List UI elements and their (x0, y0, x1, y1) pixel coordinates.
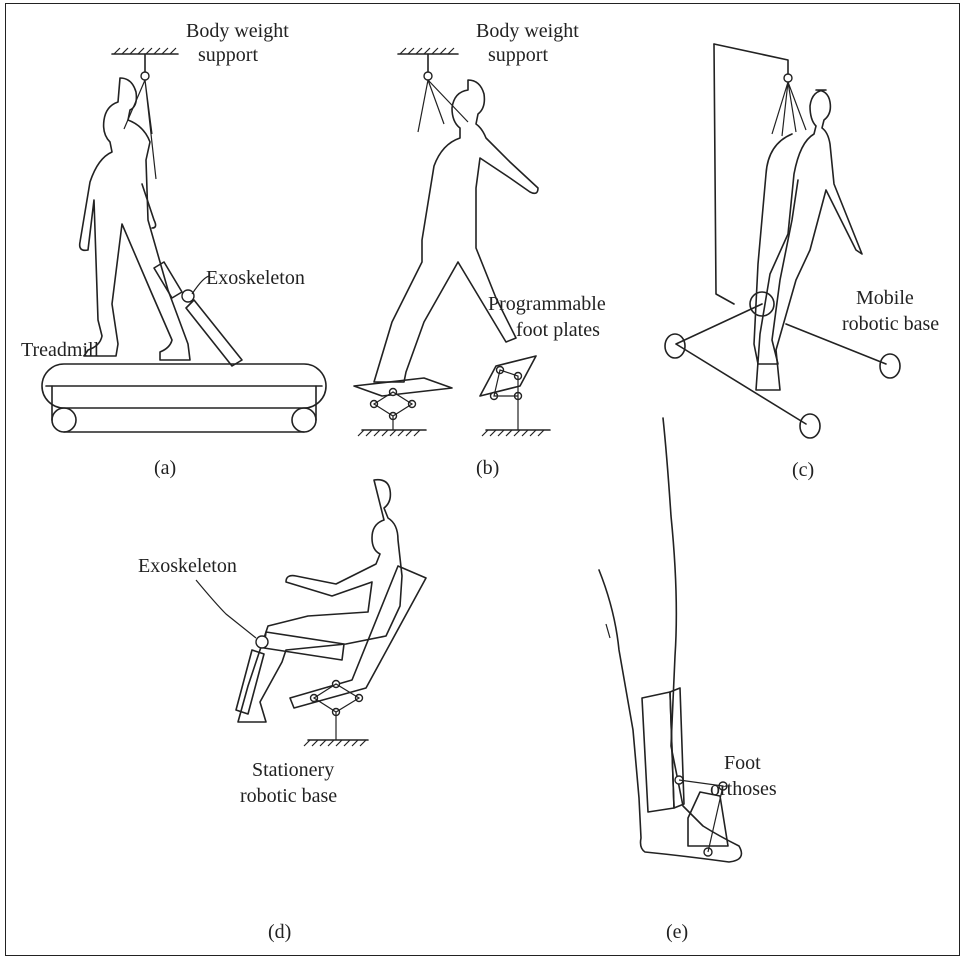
seated-person-d (238, 480, 402, 722)
caption-d: (d) (268, 921, 291, 943)
walking-person-c (754, 90, 862, 390)
caption-b: (b) (476, 457, 499, 479)
label-bws-a-1: Body weight (186, 20, 289, 42)
label-bws-b-1: Body weight (476, 20, 579, 42)
caption-e: (e) (666, 921, 688, 943)
figure-frame: Body weight support Exoskeleton Treadmil… (5, 3, 960, 956)
label-plates-2: foot plates (516, 319, 600, 341)
support-frame-c (714, 44, 806, 304)
label-exoskeleton-a: Exoskeleton (206, 267, 305, 289)
label-mobile-1: Mobile (856, 287, 914, 309)
label-bws-a-2: support (198, 44, 258, 66)
panel-b: Body weight support Programmable foot pl… (354, 20, 606, 479)
label-exoskeleton-d: Exoskeleton (138, 555, 237, 577)
walking-person-a (80, 78, 190, 360)
ceiling-mount-b (398, 48, 468, 132)
walking-person-b (374, 80, 538, 382)
caption-a: (a) (154, 457, 176, 479)
panel-c: Mobile robotic base (c) (665, 44, 939, 481)
caption-c: (c) (792, 459, 814, 481)
foot-plates (354, 356, 550, 436)
panel-e: Foot orthoses (e) (599, 418, 777, 943)
label-orthoses: orthoses (710, 778, 777, 800)
panel-d: Exoskeleton Stationery robotic base (d) (138, 480, 426, 943)
ceiling-mount-a (112, 48, 178, 179)
chair-d (290, 566, 426, 746)
label-stationery-2: robotic base (240, 785, 337, 807)
label-foot: Foot (724, 752, 761, 774)
label-bws-b-2: support (488, 44, 548, 66)
label-plates-1: Programmable (488, 293, 606, 315)
panel-a: Body weight support Exoskeleton Treadmil… (21, 20, 326, 479)
label-stationery-1: Stationery (252, 759, 334, 781)
diagram-canvas: Body weight support Exoskeleton Treadmil… (6, 4, 961, 957)
treadmill (42, 364, 326, 432)
label-treadmill: Treadmill (21, 339, 100, 361)
foot-orthosis (642, 688, 728, 856)
label-mobile-2: robotic base (842, 313, 939, 335)
